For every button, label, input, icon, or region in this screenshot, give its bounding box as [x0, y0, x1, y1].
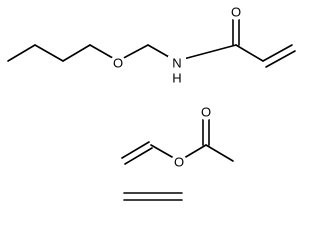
atom-nitrogen-label: N [172, 56, 181, 71]
atom-oxygen-carbonyl-2-label: O [201, 105, 211, 120]
atom-oxygen-carbonyl-1-label: O [231, 5, 241, 20]
bonds-molecule-1 [7, 12, 296, 68]
bond-vinyl2-a [121, 141, 150, 159]
atom-nitrogen-h: N H [168, 56, 186, 86]
bond-vinyl-a [262, 44, 293, 62]
bond-vinyl2-b [124, 147, 153, 165]
bond-vinyl-b [265, 50, 296, 68]
bond-c1-c2 [7, 44, 36, 62]
atom-oxygen-carbonyl-2: O [198, 104, 214, 120]
atom-hydrogen-label: H [172, 71, 181, 86]
bond-c2-c3 [34, 44, 64, 62]
bond-co-ch3 [205, 144, 234, 162]
atom-oxygen-ester: O [171, 154, 187, 170]
atom-oxygen-ether: O [110, 55, 126, 71]
atom-oxygen-ether-label: O [113, 56, 123, 71]
molecule-vinyl-acetate: O O [121, 104, 234, 170]
atom-oxygen-ester-label: O [174, 155, 184, 170]
molecule-ethylene [123, 192, 183, 201]
molecule-butoxymethyl-acrylamide: O N H O [7, 4, 296, 86]
chemical-structures-diagram: O N H O O O [7, 4, 296, 201]
bond-c3-c4 [62, 44, 91, 62]
atom-oxygen-carbonyl-1: O [228, 4, 244, 20]
bond-co-ch [235, 44, 264, 62]
